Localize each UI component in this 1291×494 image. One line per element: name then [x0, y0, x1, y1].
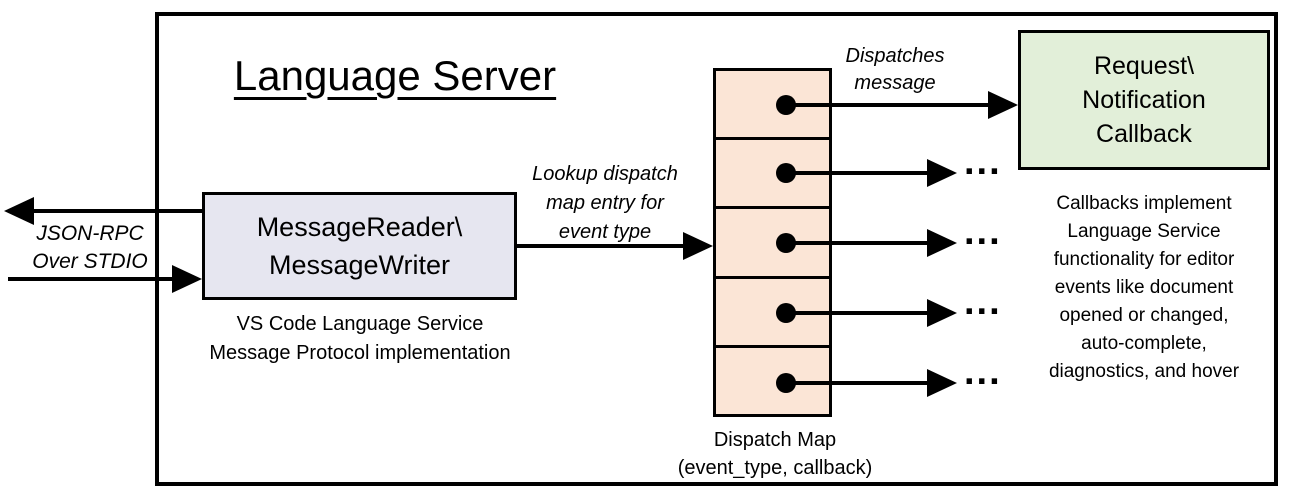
language-server-container-box — [155, 12, 1278, 486]
dispatch-map-cell — [716, 206, 829, 276]
dispatch-map-cell — [716, 137, 829, 207]
ellipsis-row-2: ... — [964, 141, 1002, 183]
lookup-dispatch-label: Lookup dispatch map entry for event type — [532, 163, 678, 243]
dispatches-message-label: Dispatches message — [845, 45, 945, 94]
callbacks-note: Callbacks implement Language Service fun… — [1048, 193, 1240, 382]
ellipsis-row-3: ... — [964, 211, 1002, 253]
diagram-title: Language Server — [233, 52, 557, 99]
dispatch-map — [713, 68, 832, 417]
ellipsis-row-5: ... — [964, 351, 1002, 393]
request-notification-callback-box: Request\ Notification Callback — [1018, 30, 1270, 170]
dispatch-map-cell — [716, 275, 829, 345]
dispatch-map-caption: Dispatch Map (event_type, callback) — [677, 429, 873, 479]
message-reader-writer-box: MessageReader\ MessageWriter — [202, 192, 517, 300]
reader-box-caption: VS Code Language Service Message Protoco… — [209, 313, 511, 364]
ellipsis-row-4: ... — [964, 281, 1002, 323]
io-transport-label: JSON-RPC Over STDIO — [32, 222, 148, 273]
dispatch-map-cell — [716, 71, 829, 138]
dispatch-map-cell — [716, 344, 829, 415]
